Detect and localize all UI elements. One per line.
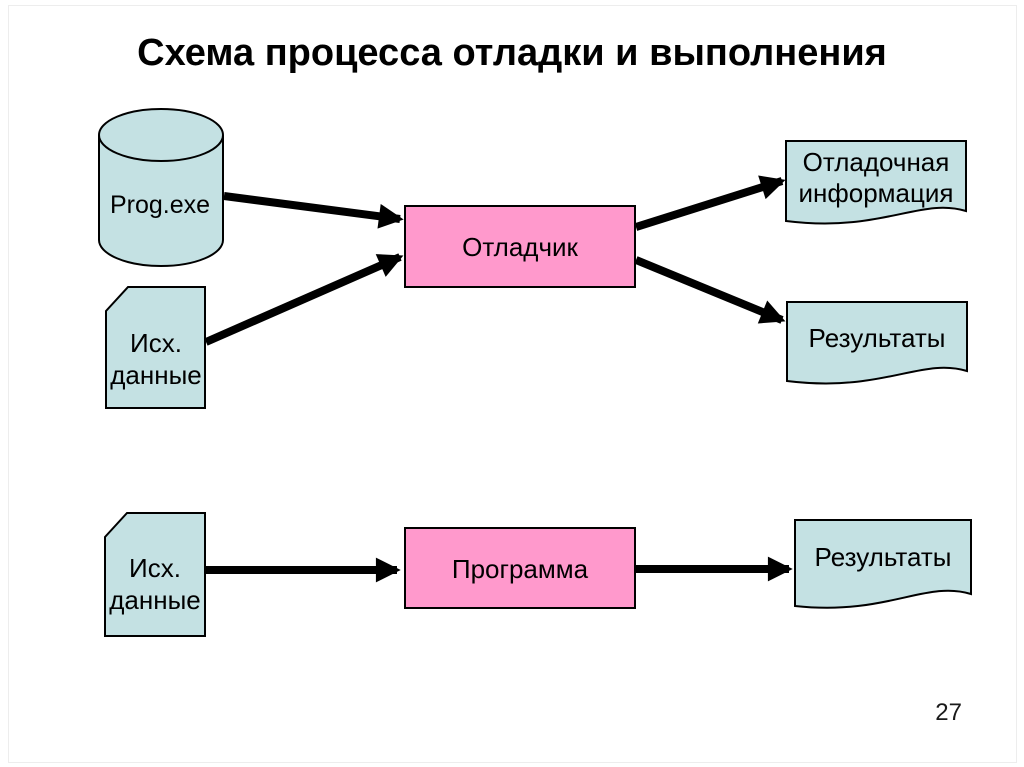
source-data-top-shape — [105, 286, 206, 409]
progexe-cylinder-body — [98, 135, 224, 267]
source-data-bottom-label-line2: данные — [109, 585, 201, 615]
results-bottom-label: Результаты — [815, 542, 952, 572]
program-shape — [404, 527, 636, 609]
progexe-label: Prog.exe — [110, 191, 210, 219]
source-data-bottom-label-line1: Исх. — [129, 553, 181, 583]
debug-info-shape — [785, 140, 967, 225]
program-box: Программа — [404, 527, 636, 609]
debugger-shape — [404, 205, 636, 288]
debug-info-label-line1: Отладочная — [803, 147, 950, 177]
arrow-sourcedata-to-debugger — [204, 253, 404, 346]
arrow-progexe-to-debugger — [223, 192, 404, 229]
results-bottom-shape — [794, 519, 972, 609]
results-bottom-doc: Результаты — [794, 519, 972, 609]
source-data-bottom-doc: Исх. данные — [104, 512, 206, 637]
debug-info-doc: Отладочная информация — [785, 140, 967, 225]
source-data-top-doc: Исх. данные — [105, 286, 206, 409]
results-top-label: Результаты — [809, 323, 946, 353]
progexe-cylinder: Prog.exe — [98, 108, 224, 267]
results-top-shape — [786, 301, 968, 385]
source-data-bottom-shape — [104, 512, 206, 637]
progexe-cylinder-top — [98, 108, 224, 162]
debugger-label: Отладчик — [462, 232, 578, 262]
source-data-top-label-line2: данные — [110, 360, 202, 390]
source-data-top-label-line1: Исх. — [130, 328, 182, 358]
results-top-doc: Результаты — [786, 301, 968, 385]
debugger-box: Отладчик — [404, 205, 636, 288]
debug-info-label-line2: информация — [798, 178, 953, 208]
arrow-debugger-to-debuginfo — [634, 175, 786, 231]
slide-title: Схема процесса отладки и выполнения — [137, 32, 887, 74]
page-number: 27 — [935, 699, 962, 726]
program-label: Программа — [452, 554, 589, 584]
arrow-debugger-to-results — [634, 256, 786, 324]
